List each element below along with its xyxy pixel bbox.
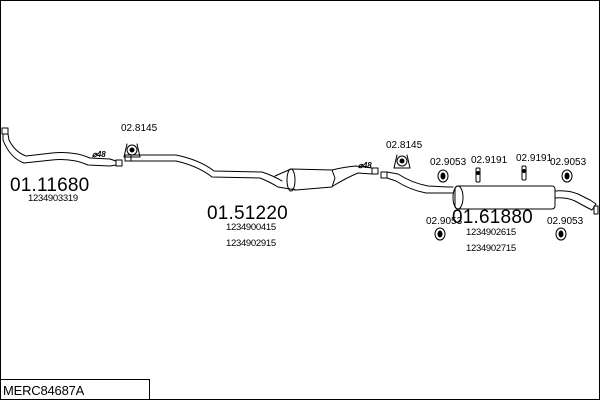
clamp-2-drawing	[393, 154, 411, 169]
part-3-ref-2: 1234902715	[466, 243, 516, 254]
middle-pipe-drawing	[124, 154, 379, 192]
part-2-ref-2: 1234902915	[226, 238, 276, 249]
hanger-d-code: 02.9053	[550, 157, 587, 168]
part-3-code: 01.61880	[452, 207, 533, 228]
hanger-f-drawing	[555, 227, 567, 241]
hanger-e-drawing	[434, 227, 446, 241]
clamp-2-code: 02.8145	[386, 140, 423, 151]
hanger-c-drawing	[521, 165, 527, 181]
part-3-ref-1: 1234902615	[466, 227, 516, 238]
hanger-a-drawing	[437, 169, 449, 183]
clamp-1-code: 02.8145	[121, 123, 158, 134]
drawing-id: MERC84687A	[3, 383, 85, 398]
hanger-b-drawing	[475, 167, 481, 183]
hanger-a-code: 02.9053	[430, 157, 467, 168]
part-2-code: 01.51220	[207, 203, 288, 224]
part-1-ref-1: 1234903319	[28, 193, 78, 204]
front-pipe-drawing	[1, 127, 123, 167]
hanger-d-drawing	[561, 169, 573, 183]
part-1-code: 01.11680	[10, 175, 90, 196]
part-1-diameter: ⌀48	[92, 150, 106, 159]
hanger-e-code: 02.9053	[426, 216, 463, 227]
hanger-c-code: 02.9191	[516, 153, 553, 164]
clamp-1-drawing	[123, 143, 141, 158]
part-2-diameter: ⌀48	[358, 161, 372, 170]
part-2-ref-1: 1234900415	[226, 222, 276, 233]
hanger-b-code: 02.9191	[471, 155, 508, 166]
hanger-f-code: 02.9053	[547, 216, 584, 227]
rear-silencer-drawing	[380, 171, 599, 215]
drawing-id-box: MERC84687A	[0, 379, 150, 399]
